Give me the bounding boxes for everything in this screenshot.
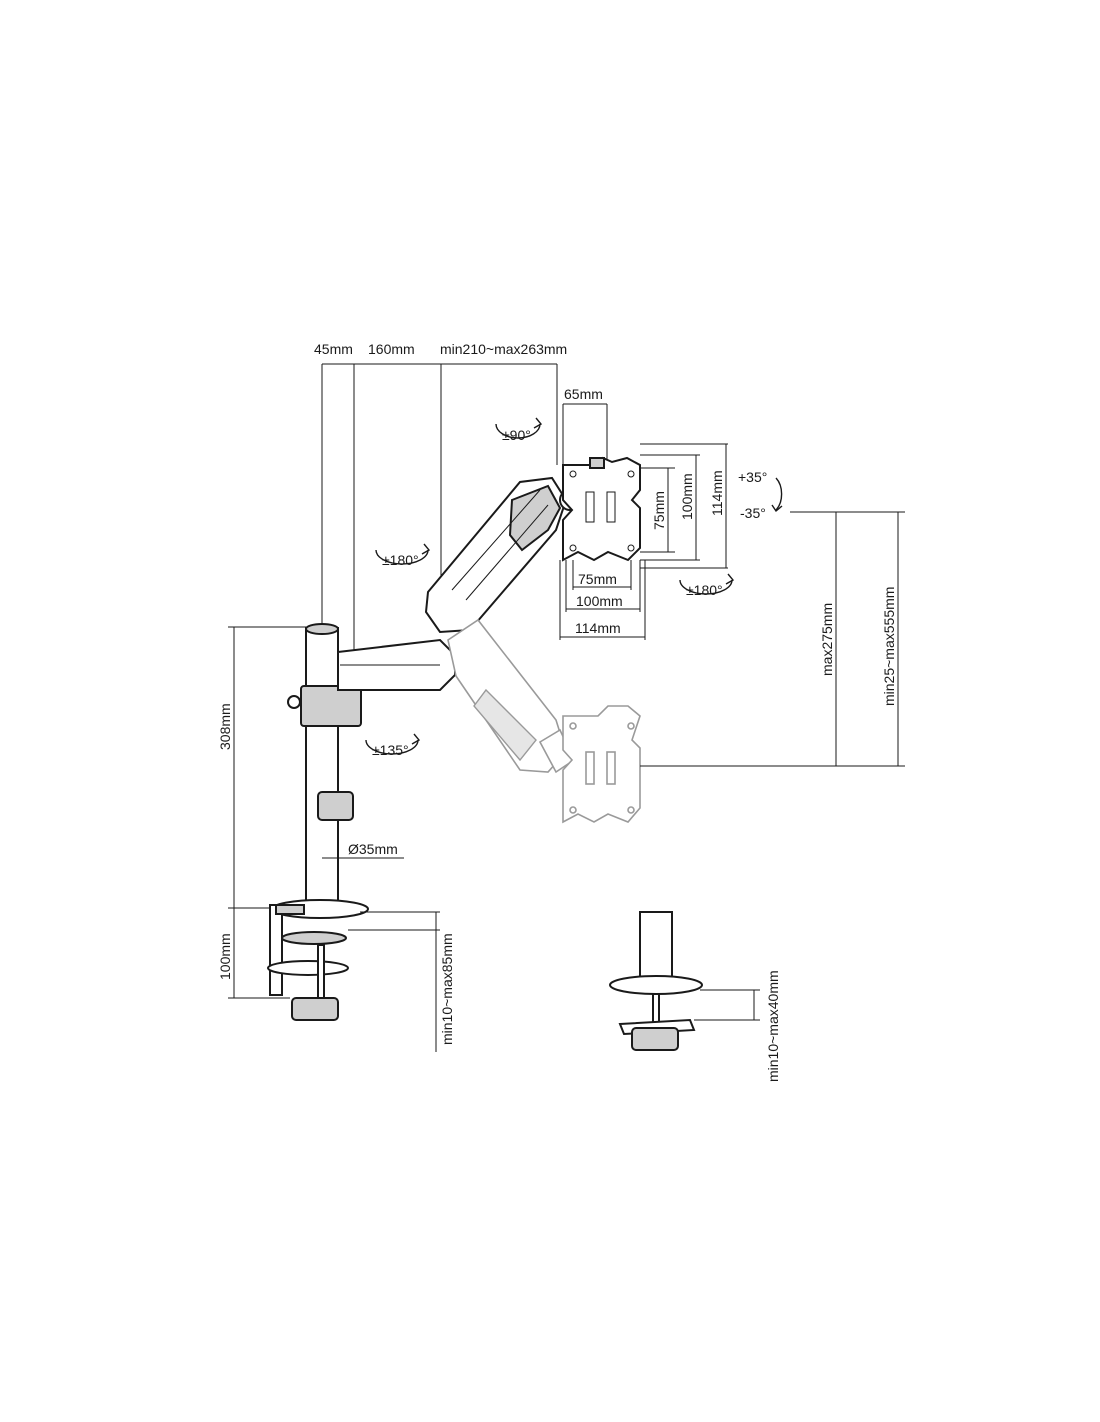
height-dims — [640, 511, 905, 767]
pole-height-label: 308mm — [217, 703, 233, 750]
height-range-label: min25~max555mm — [881, 587, 897, 706]
rotation-swivel-arm: ±180° — [375, 543, 431, 568]
grommet-mount — [609, 911, 703, 1051]
vesa-v-75mm-label: 75mm — [651, 491, 667, 530]
clamp-height-label: 100mm — [217, 933, 233, 980]
desk-clamp — [267, 899, 369, 1021]
pole-diameter-label: Ø35mm — [348, 841, 398, 857]
rotation-swivel-arm-label: ±180° — [382, 552, 419, 568]
vesa-h-100mm-label: 100mm — [576, 593, 623, 609]
tilt-up-label: +35° — [738, 469, 767, 485]
height-adjust-label: max275mm — [819, 603, 835, 676]
tilt-down-label: -35° — [740, 505, 766, 521]
rotation-swivel-head-label: ±180° — [686, 582, 723, 598]
vesa-v-100mm-label: 100mm — [679, 473, 695, 520]
dim-160mm-label: 160mm — [368, 341, 415, 357]
pole — [287, 623, 362, 909]
lower-arm — [337, 638, 456, 691]
gas-arm-lowered — [447, 618, 576, 774]
rotation-swivel-base-label: ±135° — [372, 742, 409, 758]
rotation-swivel-base: ±135° — [365, 733, 421, 758]
rotation-tilt: +35° -35° — [738, 469, 783, 521]
grommet-dims — [694, 989, 760, 1021]
vesa-h-75mm-label: 75mm — [578, 571, 617, 587]
vesa-v-114mm-label: 114mm — [709, 470, 725, 516]
rotation-swivel-head: ±180° — [679, 573, 735, 598]
grommet-range-label: min10~max40mm — [765, 970, 781, 1082]
vesa-vertical-dims — [640, 443, 728, 569]
vesa-horizontal-dims — [559, 560, 646, 640]
clamp-range-label: min10~max85mm — [439, 933, 455, 1045]
pole-height-dim — [228, 626, 306, 909]
vesa-h-114mm-label: 114mm — [575, 620, 621, 636]
gas-arm-raised — [424, 476, 581, 634]
vesa-plate-lowered — [562, 705, 641, 824]
rotation-swivel-plate-label: ±90° — [502, 427, 531, 443]
rotation-swivel-plate: ±90° — [495, 417, 543, 443]
clamp-dims — [228, 907, 440, 1052]
vesa-plate-raised — [562, 456, 641, 562]
top-dimension-lines — [321, 363, 608, 650]
dim-65mm-label: 65mm — [564, 386, 603, 402]
dim-45mm-label: 45mm — [314, 341, 353, 357]
dim-reach-label: min210~max263mm — [440, 341, 567, 357]
